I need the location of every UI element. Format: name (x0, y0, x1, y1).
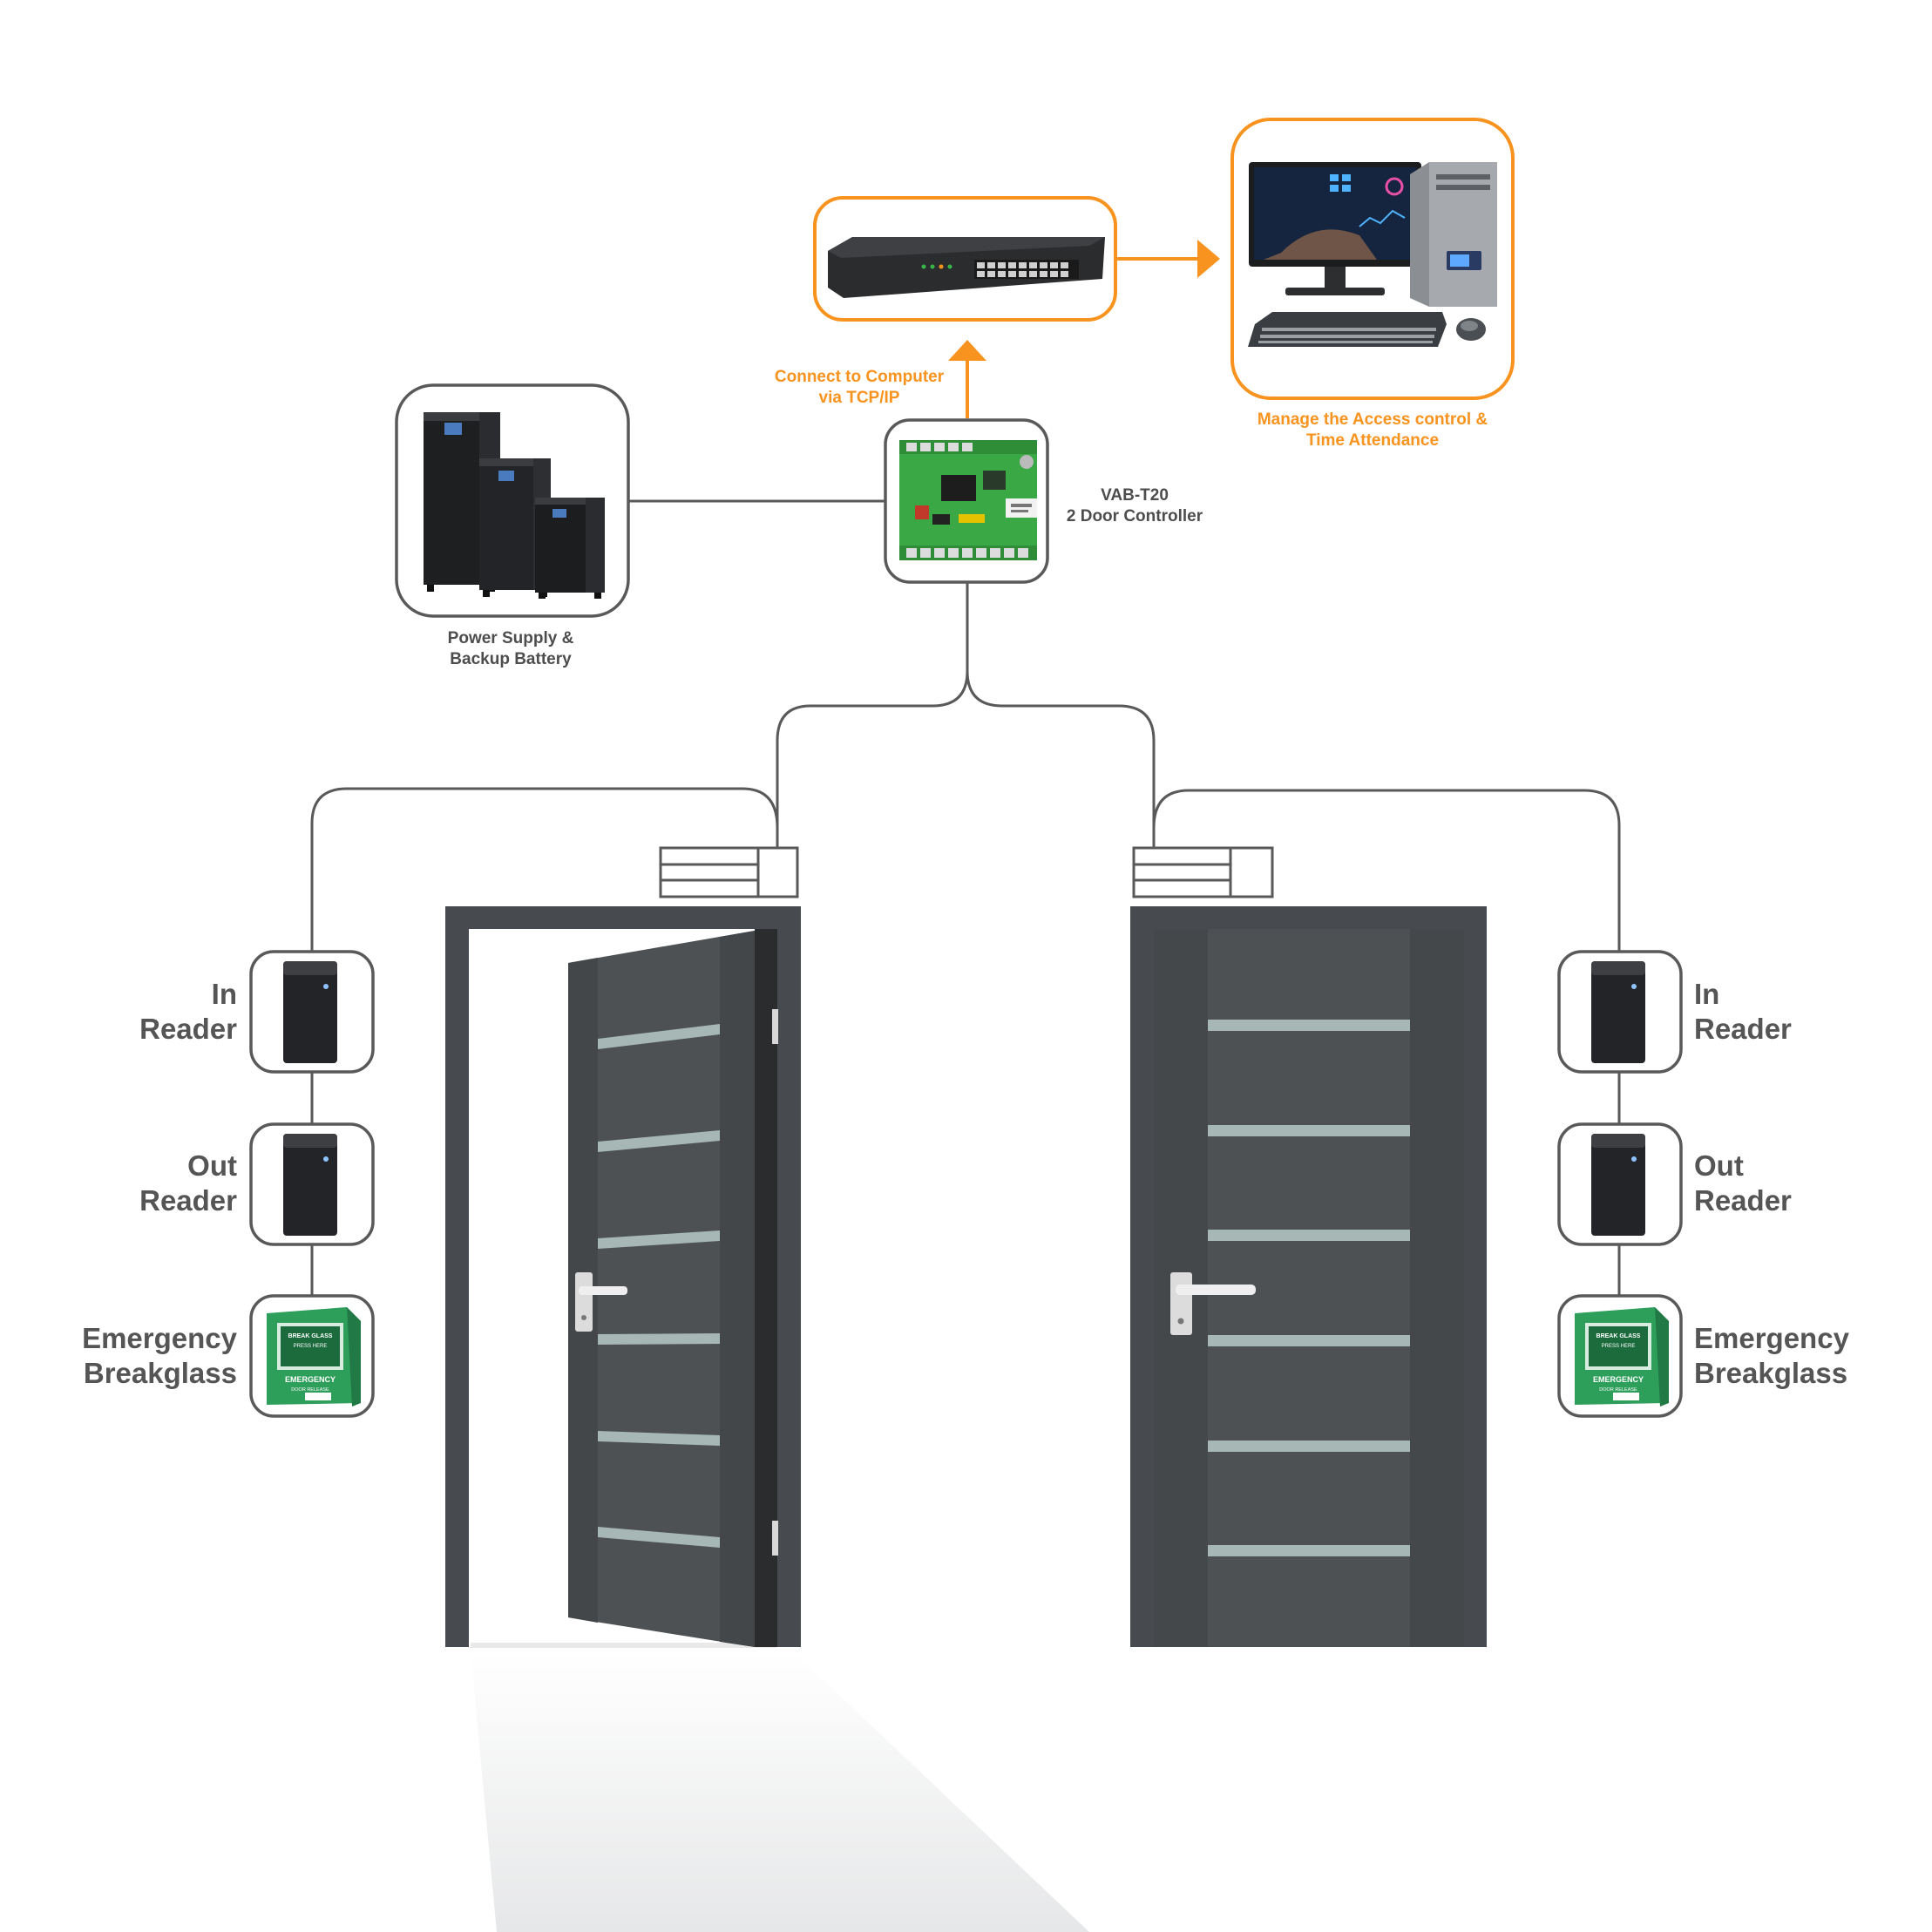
left-emergency-breakglass: BREAK GLASS PRESS HERE EMERGENCY DOOR RE… (249, 1294, 375, 1418)
left-breakglass-line2: PRESS HERE (294, 1344, 328, 1349)
left-emergency-line-1: Emergency (82, 1322, 237, 1354)
connect-tcpip-label: Connect to Computer via TCP/IP (755, 367, 964, 409)
right-in-line-1: In (1694, 978, 1720, 1010)
door-controller-board (884, 418, 1049, 584)
power-supply-ups (395, 383, 630, 618)
tcp-ip-link (948, 240, 1220, 418)
connect-line-2: via TCP/IP (818, 388, 900, 407)
left-in-line-1: In (211, 978, 237, 1010)
right-emergency-breakglass: BREAK GLASS PRESS HERE EMERGENCY DOOR RE… (1557, 1294, 1683, 1418)
right-breakglass-line3: EMERGENCY (1593, 1375, 1644, 1384)
left-in-line-2: Reader (139, 1013, 237, 1045)
right-breakglass-line1: BREAK GLASS (1596, 1333, 1641, 1339)
right-emergency-line-1: Emergency (1694, 1322, 1849, 1354)
computer-workstation (1230, 118, 1515, 400)
left-in-reader-label: In Reader (52, 977, 237, 1047)
controller-desc: 2 Door Controller (1066, 506, 1203, 525)
right-out-line-1: Out (1694, 1149, 1744, 1182)
open-door (445, 906, 801, 1648)
maglock-left (659, 846, 799, 898)
connect-line-1: Connect to Computer (774, 368, 945, 386)
right-out-line-2: Reader (1694, 1184, 1792, 1217)
controller-label: VAB-T20 2 Door Controller (1047, 485, 1222, 527)
right-emergency-line-2: Breakglass (1694, 1357, 1848, 1389)
closed-door (1130, 906, 1487, 1647)
right-out-reader (1557, 1122, 1683, 1246)
floor-light (471, 1651, 1089, 1932)
left-emergency-line-2: Breakglass (83, 1357, 237, 1389)
left-out-line-2: Reader (139, 1184, 237, 1217)
right-breakglass-line2: PRESS HERE (1602, 1344, 1636, 1349)
power-line-1: Power Supply & (447, 629, 574, 647)
maglock-right (1132, 846, 1274, 898)
network-switch (813, 196, 1117, 322)
right-in-line-2: Reader (1694, 1013, 1792, 1045)
left-out-reader-label: Out Reader (52, 1149, 237, 1218)
controller-model: VAB-T20 (1101, 486, 1169, 505)
left-out-line-1: Out (187, 1149, 237, 1182)
wiring (310, 499, 1621, 1296)
left-breakglass-line1: BREAK GLASS (288, 1333, 333, 1339)
manage-label: Manage the Access control & Time Attenda… (1220, 410, 1525, 451)
left-out-reader (249, 1122, 375, 1246)
power-supply-label: Power Supply & Backup Battery (406, 628, 615, 670)
power-line-2: Backup Battery (450, 649, 572, 668)
manage-line-1: Manage the Access control & (1257, 410, 1488, 429)
right-in-reader-label: In Reader (1694, 977, 1903, 1047)
right-emergency-label: Emergency Breakglass (1694, 1321, 1912, 1391)
right-out-reader-label: Out Reader (1694, 1149, 1903, 1218)
right-in-reader (1557, 950, 1683, 1074)
right-breakglass-line4: DOOR RELEASE (1599, 1387, 1637, 1393)
left-in-reader (249, 950, 375, 1074)
left-breakglass-line3: EMERGENCY (285, 1375, 336, 1384)
manage-line-2: Time Attendance (1305, 430, 1440, 450)
left-emergency-label: Emergency Breakglass (35, 1321, 237, 1391)
left-breakglass-line4: DOOR RELEASE (291, 1387, 329, 1393)
